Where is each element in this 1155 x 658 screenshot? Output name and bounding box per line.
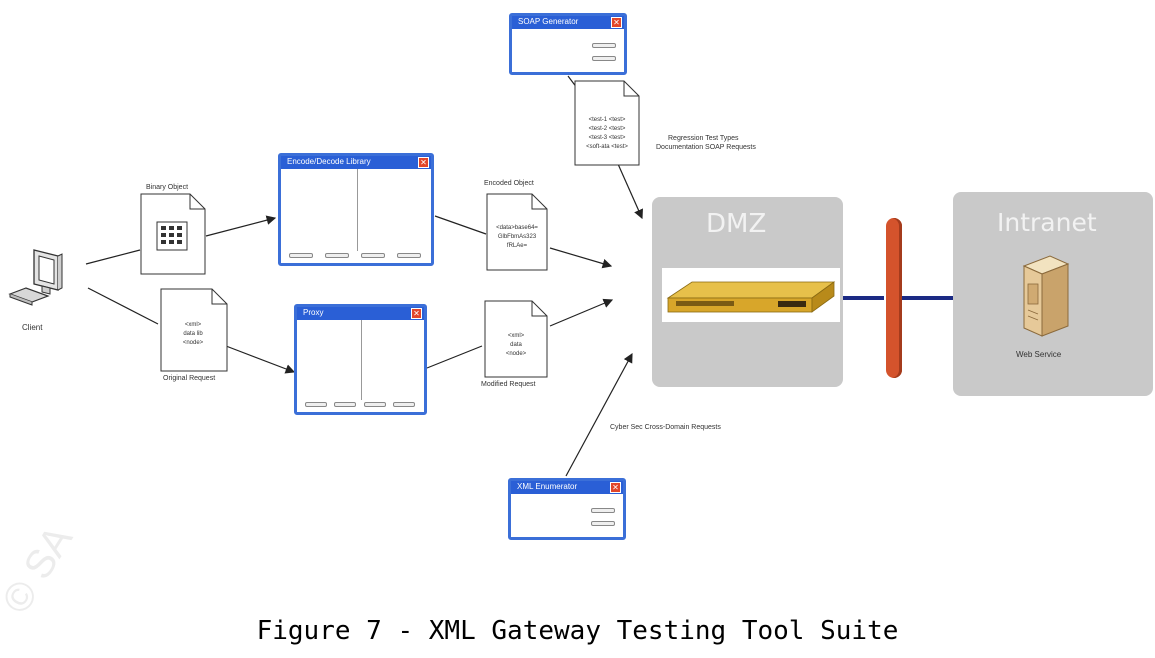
- cross-domain-label: Cyber Sec Cross-Domain Requests: [610, 424, 721, 431]
- pane-divider: [361, 320, 362, 400]
- regression-test-content: <test-1 <test> <test-2 <test> <test-3 <t…: [576, 116, 638, 152]
- regression-label-line-2: Documentation SOAP Requests: [656, 144, 756, 151]
- window-button[interactable]: [592, 43, 616, 48]
- window-button[interactable]: [361, 253, 385, 258]
- modified-request-document: [484, 300, 548, 378]
- binary-object-label: Binary Object: [146, 184, 189, 191]
- original-request-label: Original Request: [163, 375, 216, 382]
- window-button[interactable]: [591, 521, 615, 526]
- web-service-label: Web Service: [1016, 350, 1062, 359]
- proxy-window[interactable]: Proxy ✕: [294, 304, 427, 415]
- window-titlebar[interactable]: SOAP Generator ✕: [512, 16, 624, 29]
- window-button[interactable]: [591, 508, 615, 513]
- edge-proxy-to-modified: [426, 345, 483, 369]
- xml-gateway-appliance: [662, 268, 840, 322]
- pane-divider: [357, 169, 358, 251]
- window-button[interactable]: [393, 402, 415, 407]
- edge-regression-to-dmz: [617, 163, 643, 220]
- encoded-object-content: <data>base64= GlbFbmAs323 fRLAe=: [487, 224, 547, 251]
- doc-line: <test-2 <test>: [588, 126, 626, 132]
- window-titlebar[interactable]: Encode/Decode Library ✕: [281, 156, 431, 169]
- window-button[interactable]: [334, 402, 356, 407]
- close-icon[interactable]: ✕: [611, 17, 622, 28]
- doc-line: <test-1 <test>: [588, 117, 626, 123]
- doc-line: <node>: [505, 351, 527, 357]
- soap-generator-window[interactable]: SOAP Generator ✕: [509, 13, 627, 75]
- doc-line: <soft-ata <test>: [586, 144, 628, 150]
- window-button[interactable]: [592, 56, 616, 61]
- doc-line: <xml>: [184, 322, 202, 328]
- edge-client-to-binary: [85, 249, 141, 265]
- doc-line: GlbFbmAs323: [497, 234, 537, 240]
- close-icon[interactable]: ✕: [418, 157, 429, 168]
- window-button[interactable]: [305, 402, 327, 407]
- encoded-object-label: Encoded Object: [484, 180, 534, 187]
- edge-original-to-proxy: [225, 345, 296, 374]
- figure-caption: Figure 7 - XML Gateway Testing Tool Suit…: [256, 616, 899, 646]
- window-title: XML Enumerator: [517, 482, 578, 491]
- modified-request-content: <xml> data <node>: [486, 332, 546, 359]
- doc-line: <test-3 <test>: [588, 135, 626, 141]
- edge-modified-to-dmz: [549, 298, 614, 327]
- edge-binary-to-encode: [205, 215, 277, 237]
- firewall-wall: [886, 218, 902, 378]
- encode-decode-library-window[interactable]: Encode/Decode Library ✕: [278, 153, 434, 266]
- regression-label-line-1: Regression Test Types: [668, 135, 739, 142]
- xml-enumerator-window[interactable]: XML Enumerator ✕: [508, 478, 626, 540]
- edge-client-to-original: [87, 287, 159, 325]
- server-icon: [1022, 255, 1070, 337]
- window-button[interactable]: [364, 402, 386, 407]
- doc-line: <xml>: [507, 333, 525, 339]
- close-icon[interactable]: ✕: [610, 482, 621, 493]
- doc-line: <data>base64=: [496, 225, 538, 231]
- client-computer-icon: [8, 249, 63, 306]
- client-label: Client: [22, 323, 43, 332]
- binary-object-document: [140, 193, 206, 275]
- doc-line: fRLAe=: [506, 243, 528, 249]
- window-title: SOAP Generator: [518, 17, 579, 26]
- window-title: Encode/Decode Library: [287, 157, 371, 166]
- edge-encode-to-encoded: [434, 215, 487, 235]
- doc-line: data: [510, 342, 522, 348]
- close-icon[interactable]: ✕: [411, 308, 422, 319]
- modified-request-label: Modified Request: [481, 381, 536, 388]
- window-title: Proxy: [303, 308, 324, 317]
- edge-xmlenum-to-dmz: [565, 352, 633, 477]
- doc-line: data lib: [183, 331, 203, 337]
- regression-test-document: [574, 80, 640, 166]
- encoded-object-document: [486, 193, 548, 271]
- window-button[interactable]: [289, 253, 313, 258]
- window-button[interactable]: [325, 253, 349, 258]
- window-titlebar[interactable]: XML Enumerator ✕: [511, 481, 623, 494]
- doc-line: <node>: [182, 340, 204, 346]
- window-button[interactable]: [397, 253, 421, 258]
- original-request-content: <xml> data lib <node>: [166, 321, 220, 348]
- window-titlebar[interactable]: Proxy ✕: [297, 307, 424, 320]
- original-request-document: [160, 288, 228, 372]
- edge-encoded-to-dmz: [549, 247, 613, 269]
- dmz-title: DMZ: [706, 209, 767, 239]
- intranet-title: Intranet: [997, 208, 1097, 237]
